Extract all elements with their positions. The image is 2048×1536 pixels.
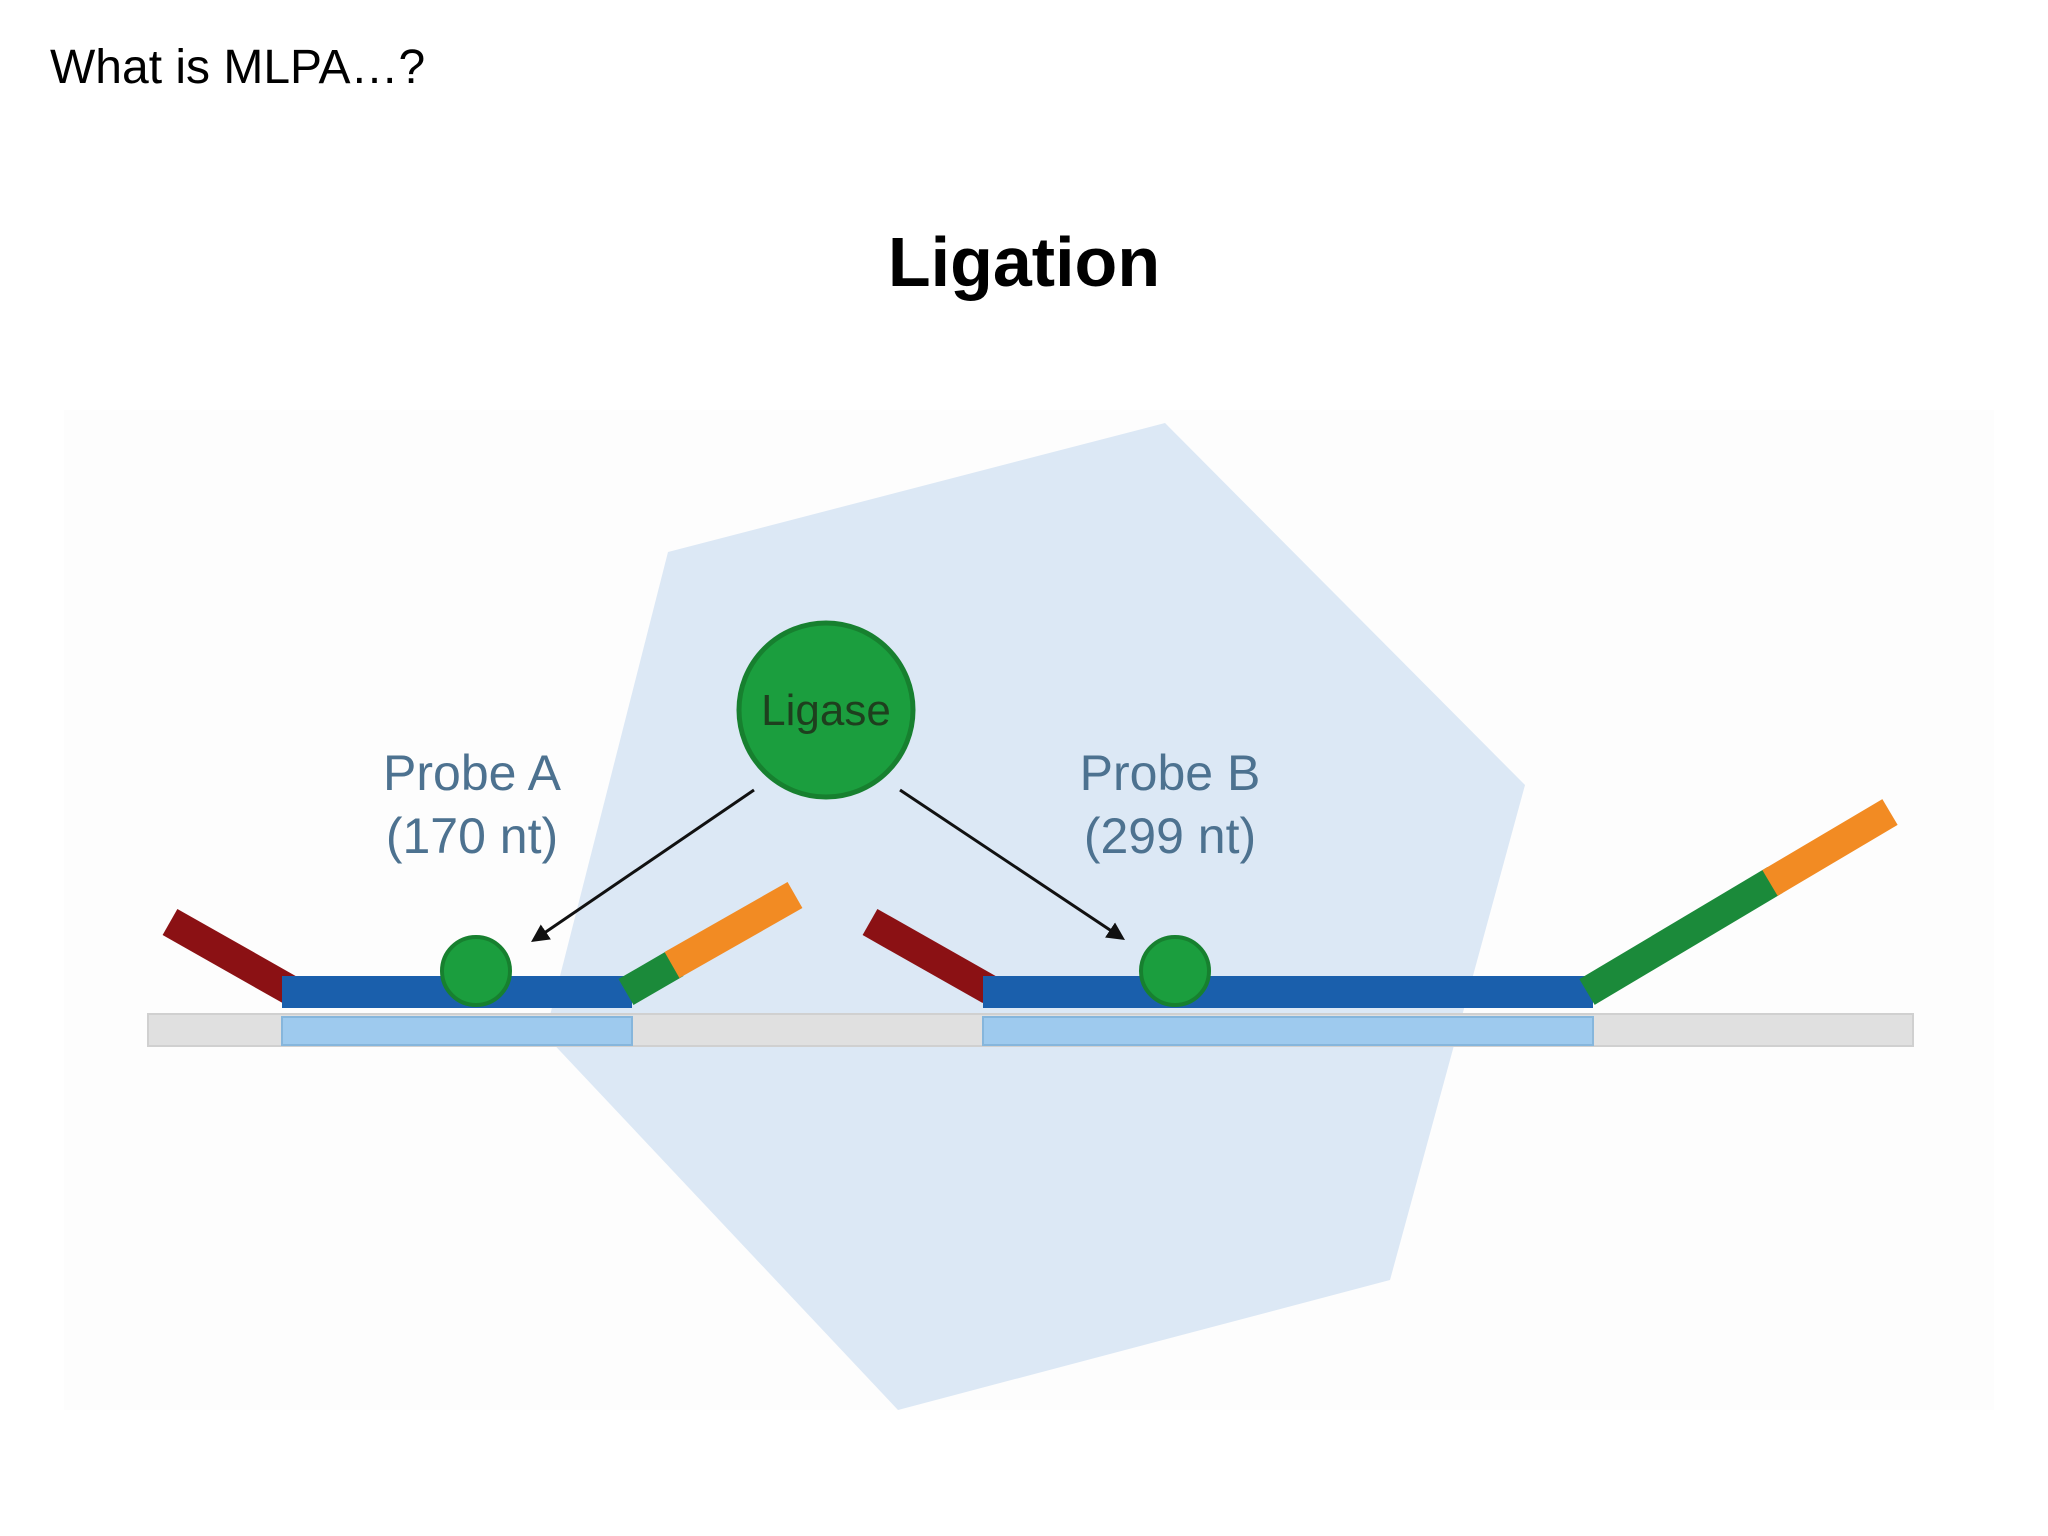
probe-b-length: (299 nt) xyxy=(1084,808,1256,864)
ligase-circle xyxy=(736,620,916,800)
probe-a-orange-tail xyxy=(664,881,803,979)
probe-a-ligation-site xyxy=(440,935,512,1007)
probe-a-red-tail xyxy=(162,908,298,1004)
slide-header: What is MLPA…? xyxy=(50,41,426,94)
probe-a xyxy=(162,881,803,1008)
probe-a-length: (170 nt) xyxy=(386,808,558,864)
probe-b-red-tail xyxy=(862,908,998,1004)
probe-b-orange-tail xyxy=(1762,799,1898,896)
probe-a-name: Probe A xyxy=(383,745,562,801)
hybridized-region-probe-a xyxy=(281,1016,633,1046)
probe-b-green-tail xyxy=(1579,867,1783,1005)
arrow-to-probe-a xyxy=(531,788,755,943)
ligase-label: Ligase xyxy=(761,686,891,735)
arrow-to-probe-b xyxy=(899,788,1125,940)
slide-title: Ligation xyxy=(887,223,1161,301)
hybridized-region-probe-b xyxy=(982,1016,1594,1046)
probe-b-ligation-site xyxy=(1139,935,1211,1007)
probe-a-green-tail xyxy=(618,950,684,1005)
probe-b-name: Probe B xyxy=(1080,745,1261,801)
probe-b xyxy=(862,799,1898,1008)
probe-b-body xyxy=(983,976,1593,1008)
